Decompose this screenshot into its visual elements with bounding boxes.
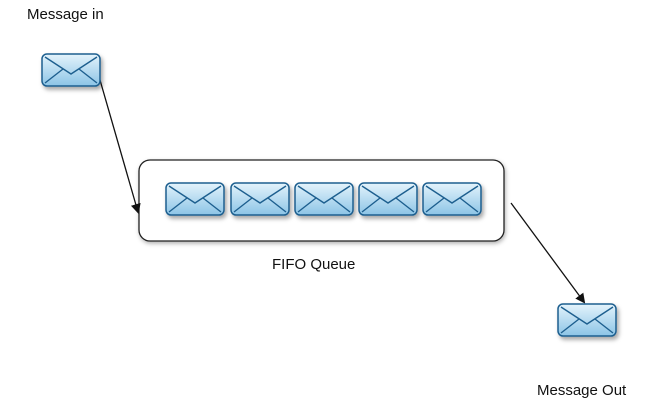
envelope-icon	[294, 182, 354, 216]
envelope-icon	[165, 182, 225, 216]
envelope-icon	[230, 182, 290, 216]
message-out-label: Message Out	[537, 382, 627, 399]
envelope-icon	[557, 303, 617, 337]
fifo-queue-label: FIFO Queue	[272, 256, 356, 273]
arrow-in	[99, 79, 141, 214]
message-in-label: Message in	[27, 6, 104, 23]
envelope-icon	[41, 53, 101, 87]
envelope-icon	[358, 182, 418, 216]
queue-messages	[165, 182, 482, 216]
arrow-out	[510, 202, 586, 304]
envelope-icon	[422, 182, 482, 216]
